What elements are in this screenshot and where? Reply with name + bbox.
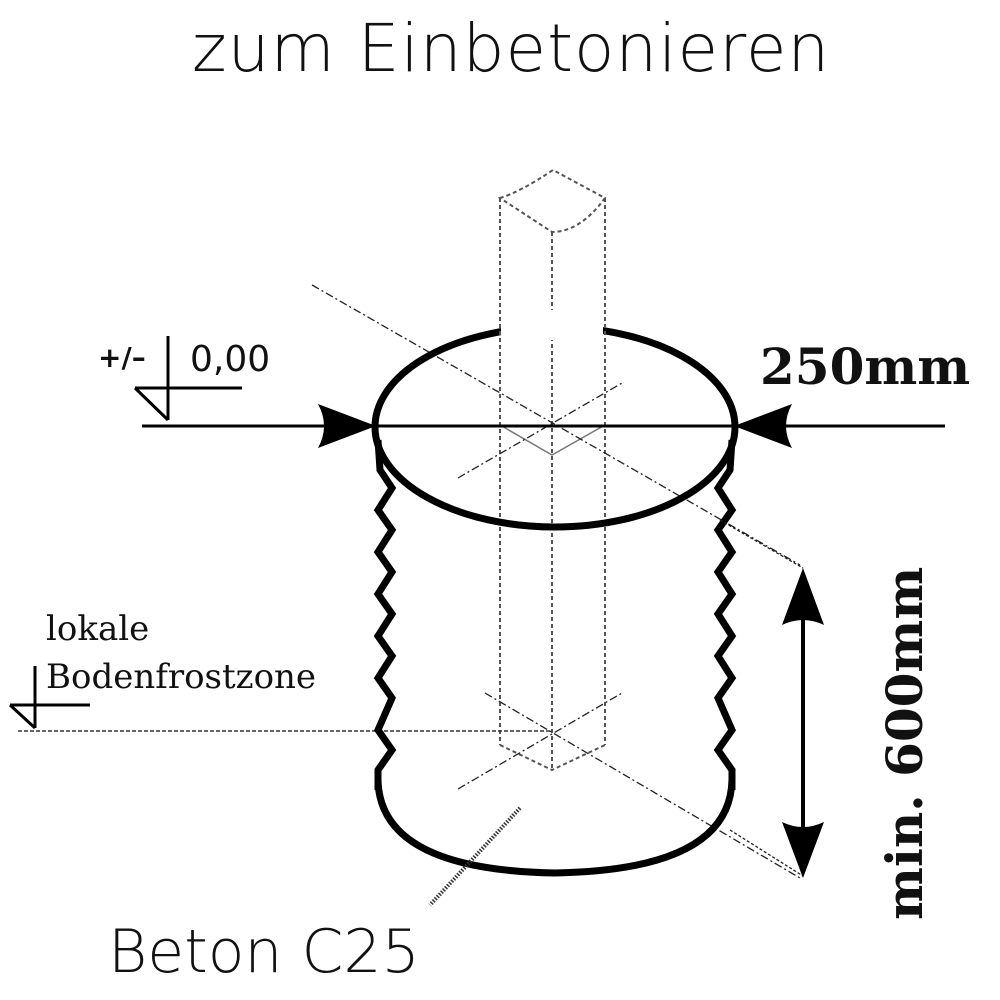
axis-lines <box>311 284 801 879</box>
up-arrow-icon <box>782 568 824 625</box>
post-bottom-top-outline <box>499 424 606 456</box>
left-zigzag-wall <box>373 439 397 790</box>
ground-level-marker <box>133 336 242 422</box>
down-arrow-icon <box>782 822 824 878</box>
post-outline <box>497 168 607 772</box>
frost-level-marker <box>8 666 90 730</box>
diagram-title: zum Einbetonieren <box>192 10 831 87</box>
material-leader <box>428 806 522 907</box>
bottom-arc <box>374 779 736 877</box>
diameter-label: 250mm <box>760 337 971 396</box>
frost-zone-label-line2: Bodenfrostzone <box>46 657 317 697</box>
right-arrow-icon <box>734 404 792 448</box>
left-arrow-icon <box>318 404 376 448</box>
ground-level-sign: +/– <box>98 341 146 374</box>
right-zigzag-wall <box>713 439 737 790</box>
ground-level-value: 0,00 <box>190 339 271 380</box>
frost-zone-label-line1: lokale <box>46 609 150 649</box>
depth-dimension <box>719 519 824 878</box>
material-label: Beton C25 <box>108 917 420 987</box>
depth-label: min. 600mm <box>875 566 934 920</box>
